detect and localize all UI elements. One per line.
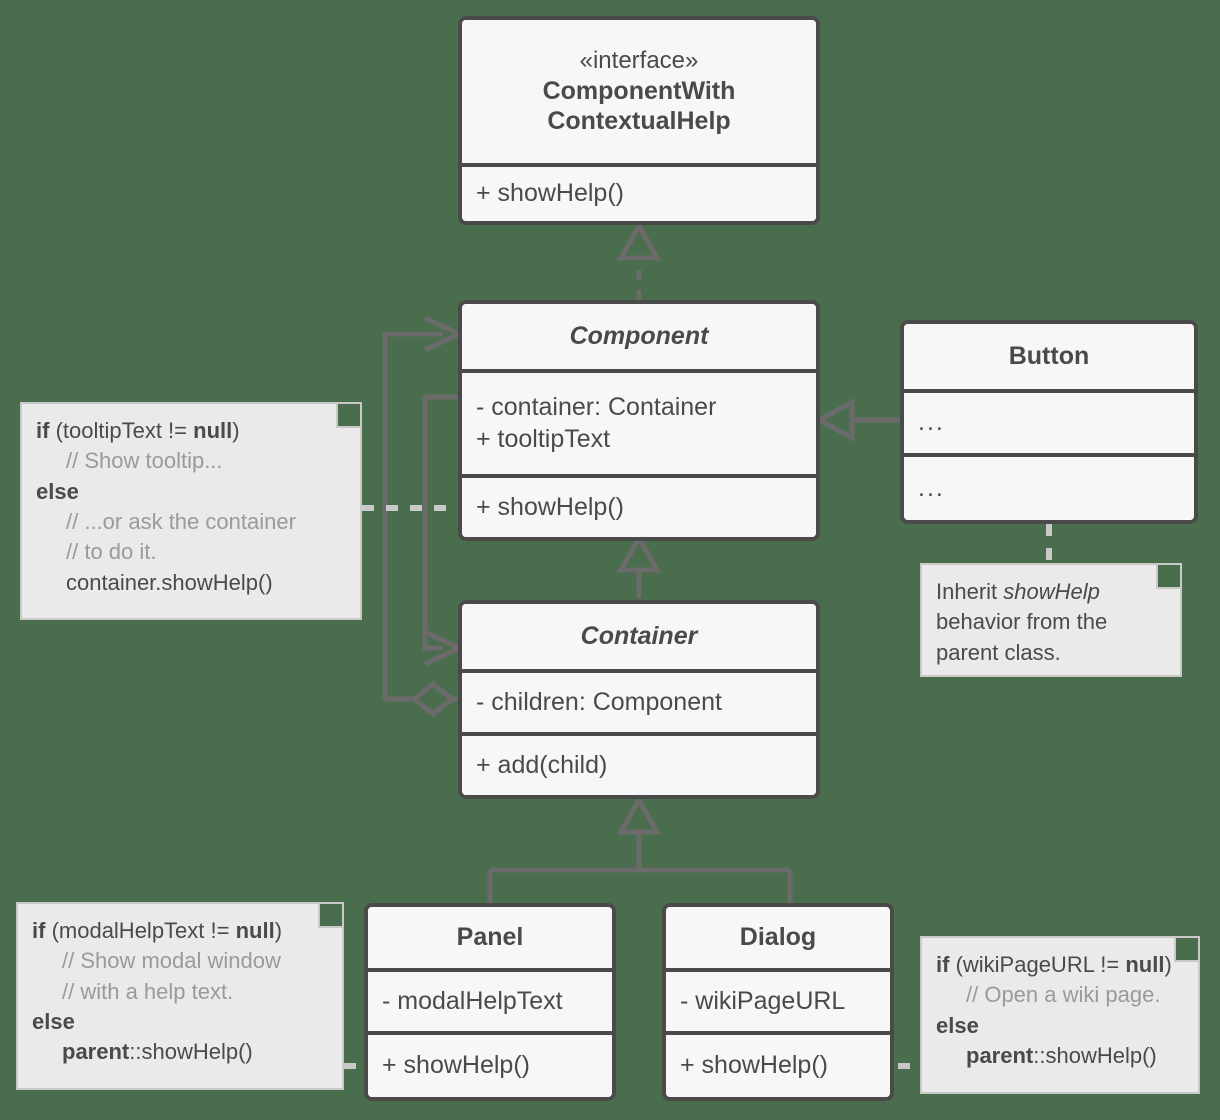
keyword-null: null xyxy=(235,918,275,943)
keyword-parent: parent xyxy=(966,1043,1034,1069)
attribute-wiki-page-url: - wikiPageURL xyxy=(680,986,846,1015)
operation-show-help: + showHelp() xyxy=(476,179,624,208)
class-title-container: Container xyxy=(462,604,816,669)
class-title-dialog: Dialog xyxy=(666,907,890,968)
keyword-if: if xyxy=(32,918,46,943)
attributes-dialog: - wikiPageURL xyxy=(666,968,890,1031)
note-paren: ) xyxy=(274,918,283,943)
link-panel-dialog-extends-container xyxy=(487,832,793,904)
note-comment-show-modal: // Show modal window xyxy=(62,948,281,974)
note-dialog-show-help: if (wikiPageURL != null) // Open a wiki … xyxy=(920,936,1200,1094)
keyword-null: null xyxy=(193,418,233,443)
attribute-container: - container: Container xyxy=(476,393,717,422)
note-condition: (wikiPageURL != xyxy=(949,952,1126,977)
class-component[interactable]: Component - container: Container + toolt… xyxy=(458,300,820,541)
note-fold-corner-icon xyxy=(1174,938,1198,962)
class-title-panel: Panel xyxy=(368,907,612,968)
note-comment-open-wiki: // Open a wiki page. xyxy=(966,982,1161,1008)
operation-show-help: + showHelp() xyxy=(382,1051,530,1080)
class-container[interactable]: Container - children: Component + add(ch… xyxy=(458,600,820,799)
note-call-container-show-help: container.showHelp() xyxy=(66,569,273,595)
class-name-component: Component xyxy=(569,322,709,351)
arrowhead-open-component xyxy=(423,315,465,353)
note-parent-call: ::showHelp() xyxy=(1033,1043,1157,1069)
arrowhead-realization-interface xyxy=(616,220,662,261)
note-line-inherit: Inherit showHelp xyxy=(936,577,1166,607)
keyword-null: null xyxy=(1125,952,1165,977)
attribute-ellipsis: ... xyxy=(918,408,945,437)
note-inherit-text: Inherit xyxy=(936,579,1004,604)
operation-ellipsis: ... xyxy=(918,473,945,502)
note-call-parent-show-help: parent::showHelp() xyxy=(32,1037,328,1067)
class-title-component-with-contextual-help: «interface» ComponentWith ContextualHelp xyxy=(462,20,816,163)
class-dialog[interactable]: Dialog - wikiPageURL + showHelp() xyxy=(662,903,894,1101)
class-title-button: Button xyxy=(904,324,1194,389)
keyword-else: else xyxy=(32,1009,75,1035)
attributes-panel: - modalHelpText xyxy=(368,968,612,1031)
class-panel[interactable]: Panel - modalHelpText + showHelp() xyxy=(364,903,616,1101)
attributes-container: - children: Component xyxy=(462,669,816,732)
class-name-line-1: ComponentWith xyxy=(542,76,736,105)
note-component-show-help: if (tooltipText != null) // Show tooltip… xyxy=(20,402,362,620)
note-fold-corner-icon xyxy=(336,404,360,428)
note-line-behavior: behavior from the xyxy=(936,609,1108,635)
attribute-modal-help-text: - modalHelpText xyxy=(382,986,563,1015)
class-title-component: Component xyxy=(462,304,816,369)
keyword-else: else xyxy=(936,1012,979,1038)
keyword-if: if xyxy=(936,952,950,977)
keyword-if: if xyxy=(36,418,50,443)
note-comment-help-text: // with a help text. xyxy=(62,978,234,1004)
note-fold-corner-icon xyxy=(1156,565,1180,589)
operation-show-help: + showHelp() xyxy=(680,1051,828,1080)
note-line-parent-class: parent class. xyxy=(936,639,1061,665)
note-line-if: if (wikiPageURL != null) xyxy=(936,950,1184,980)
arrowhead-generalization-component xyxy=(616,532,662,573)
note-line-if: if (modalHelpText != null) xyxy=(32,916,328,946)
note-line-if: if (tooltipText != null) xyxy=(36,416,346,446)
note-comment-ask-container: // ...or ask the container xyxy=(66,509,296,535)
diamond-aggregation-container xyxy=(409,680,457,718)
operations-button: ... xyxy=(904,453,1194,520)
note-panel-show-help: if (modalHelpText != null) // Show modal… xyxy=(16,902,344,1090)
operations-component-with-contextual-help: + showHelp() xyxy=(462,163,816,221)
note-paren: ) xyxy=(1164,952,1172,977)
class-name-button: Button xyxy=(1008,342,1090,371)
arrowhead-open-container xyxy=(423,629,465,667)
operations-dialog: + showHelp() xyxy=(666,1031,890,1097)
note-call-parent-show-help: parent::showHelp() xyxy=(936,1041,1184,1071)
stereotype-interface: «interface» xyxy=(579,47,699,75)
attribute-children: - children: Component xyxy=(476,687,722,716)
note-method-show-help: showHelp xyxy=(1003,579,1100,604)
class-name-container: Container xyxy=(580,622,698,651)
link-component-has-container xyxy=(422,394,460,651)
note-fold-corner-icon xyxy=(318,904,342,928)
note-button-inherit: Inherit showHelp behavior from the paren… xyxy=(920,563,1182,677)
class-name-panel: Panel xyxy=(456,923,524,952)
link-container-aggregates-component xyxy=(382,331,460,702)
class-name-line-2: ContextualHelp xyxy=(547,107,731,136)
arrowhead-generalization-button xyxy=(814,397,855,443)
note-condition: (tooltipText != xyxy=(49,418,194,443)
class-name-dialog: Dialog xyxy=(739,923,817,952)
arrowhead-generalization-container xyxy=(616,794,662,835)
keyword-parent: parent xyxy=(62,1039,130,1065)
operation-add-child: + add(child) xyxy=(476,750,608,779)
operations-container: + add(child) xyxy=(462,732,816,795)
keyword-else: else xyxy=(36,478,79,504)
note-paren: ) xyxy=(232,418,240,443)
class-button[interactable]: Button ... ... xyxy=(900,320,1198,524)
operations-panel: + showHelp() xyxy=(368,1031,612,1097)
operation-show-help: + showHelp() xyxy=(476,492,624,521)
operations-component: + showHelp() xyxy=(462,474,816,537)
note-condition: (modalHelpText != xyxy=(45,918,236,943)
class-component-with-contextual-help[interactable]: «interface» ComponentWith ContextualHelp… xyxy=(458,16,820,225)
attribute-tooltip-text: + tooltipText xyxy=(476,424,611,453)
note-comment-to-do-it: // to do it. xyxy=(66,539,157,565)
note-parent-call: ::showHelp() xyxy=(129,1039,253,1065)
attributes-component: - container: Container + tooltipText xyxy=(462,369,816,474)
note-comment-show-tooltip: // Show tooltip... xyxy=(66,448,223,474)
attributes-button: ... xyxy=(904,389,1194,453)
